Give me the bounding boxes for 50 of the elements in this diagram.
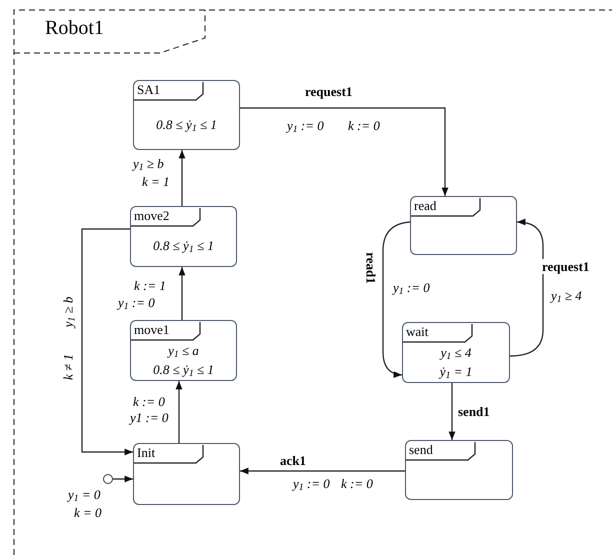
- edge-label: send1: [458, 404, 490, 419]
- transition-arrow: [81, 228, 133, 456]
- guard-label: y$_{1}$ := 0: [293, 476, 330, 491]
- state-name: move1: [134, 321, 170, 338]
- frame-title: Robot1: [45, 16, 104, 40]
- transition-arrow: [448, 383, 456, 440]
- state-name: wait: [406, 323, 428, 340]
- state-invariant: 0.8 ≤ ẏ$_{1}$ ≤ 1: [156, 116, 217, 132]
- guard-label: y1 := 0: [130, 410, 168, 425]
- state-box: [410, 196, 517, 255]
- state-name: move2: [134, 207, 170, 224]
- guard-label: k := 1: [134, 278, 166, 293]
- state-box: [405, 440, 513, 500]
- transition-arrow: [176, 381, 182, 443]
- state-invariant: ẏ$_{1}$ = 1: [440, 364, 472, 378]
- state-invariant: 0.8 ≤ ẏ$_{1}$ ≤ 1: [153, 362, 214, 376]
- state-invariant: 0.8 ≤ ẏ$_{1}$ ≤ 1: [153, 238, 214, 253]
- initial-value-label: y$_{1}$ = 0: [68, 487, 100, 502]
- guard-label: k ≠ 1: [60, 354, 76, 380]
- guard-label: k := 0: [133, 394, 165, 409]
- guard-label: y$_{1}$ ≥ b: [133, 156, 164, 171]
- guard-label: y$_{1}$ := 0: [393, 280, 430, 295]
- guard-label: y$_{1}$ := 0: [118, 295, 155, 310]
- transition-arrow: [113, 476, 133, 482]
- transition-arrow: [178, 150, 186, 206]
- state-name: read: [414, 197, 436, 214]
- transition-arrow: [178, 267, 186, 320]
- edge-label: read1: [364, 252, 378, 284]
- initial-value-label: k = 0: [74, 505, 102, 520]
- state-box: [133, 80, 240, 150]
- transition-arrow: [240, 107, 448, 196]
- transition-arrow: [240, 468, 405, 474]
- state-name: SA1: [137, 81, 160, 98]
- edge-label: request1: [542, 259, 590, 274]
- state-box: [130, 206, 237, 267]
- guard-label: k := 0: [348, 118, 380, 133]
- state-box: [133, 443, 240, 505]
- guard-label: y$_{1}$ := 0: [287, 118, 324, 133]
- state-name: Init: [137, 444, 156, 461]
- state-box: [130, 320, 237, 381]
- transition-arrow: [382, 221, 410, 378]
- guard-label: k = 1: [142, 174, 170, 189]
- state-name: send: [409, 441, 433, 458]
- edge-label: request1: [305, 84, 352, 99]
- transition-arrow: [510, 218, 544, 357]
- edge-label: ack1: [280, 453, 306, 468]
- state-invariant: y$_{1}$ ≤ a: [168, 342, 199, 358]
- state-box: [402, 322, 510, 383]
- state-invariant: y$_{1}$ ≤ 4: [440, 344, 472, 360]
- guard-label: k := 0: [341, 476, 373, 491]
